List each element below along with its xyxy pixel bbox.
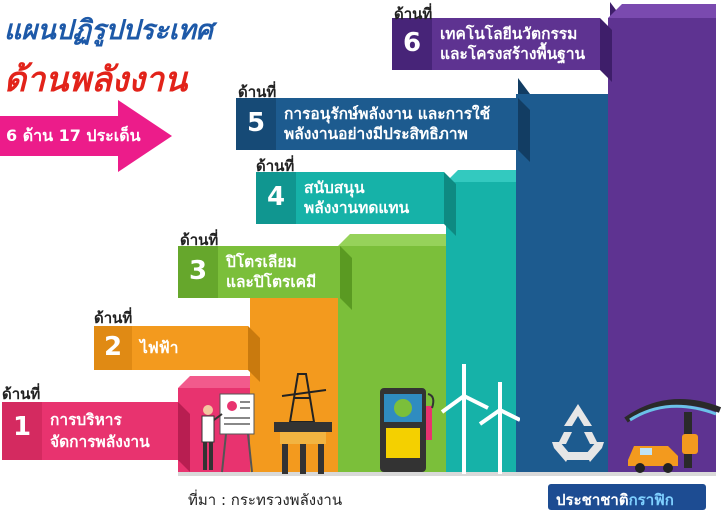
arrow-icon	[0, 100, 172, 172]
step2-label-line1: ไฟฟ้า	[140, 339, 179, 357]
step5-label-line2: พลังงานอย่างมีประสิทธิภาพ	[284, 125, 468, 143]
solar-car-icon	[624, 399, 722, 473]
step1-number: 1	[12, 412, 32, 442]
arrow-label: 6 ด้าน 17 ประเด็น	[6, 126, 141, 145]
source-note: ที่มา : กระทรวงพลังงาน	[188, 491, 343, 509]
presenter-icon	[201, 393, 255, 473]
title-line2: ด้านพลังงาน	[4, 60, 188, 100]
step5-number: 5	[246, 108, 266, 138]
step2-number: 2	[103, 332, 123, 362]
step6-label-line1: เทคโนโลยีนวัตกรรม	[440, 25, 578, 43]
step3-tag: ด้านที่	[180, 231, 219, 249]
step6-label-line2: และโครงสร้างพื้นฐาน	[440, 45, 586, 63]
step5-tag: ด้านที่	[238, 83, 277, 101]
brand-part1: ประชาชาติ	[556, 491, 629, 509]
step4-tag: ด้านที่	[256, 157, 295, 175]
step1-label-line1: การบริหาร	[50, 411, 122, 429]
title-line1: แผนปฏิรูปประเทศ	[4, 15, 213, 46]
step3-label-line1: ปิโตรเลียม	[226, 253, 297, 271]
step4-number: 4	[266, 182, 286, 212]
step1-label-line2: จัดการพลังงาน	[50, 433, 150, 451]
step5-label-line1: การอนุรักษ์พลังงาน และการใช้	[284, 105, 491, 123]
brand-part2: กราฟิก	[628, 491, 674, 509]
recycle-icon	[552, 404, 604, 462]
step6-tag: ด้านที่	[394, 5, 433, 23]
fuel-pump-icon	[380, 388, 435, 472]
oil-rig-icon	[274, 373, 332, 474]
step1-tag: ด้านที่	[2, 385, 41, 403]
brand-logo: ประชาชาติกราฟิก	[548, 484, 706, 510]
step4-label-line1: สนับสนุน	[304, 179, 365, 197]
step4-label-line2: พลังงานทดแทน	[304, 199, 410, 217]
step3-number: 3	[188, 256, 208, 286]
step3-label-line2: และปิโตรเคมี	[226, 273, 317, 291]
step6-number: 6	[402, 28, 422, 58]
step2-tag: ด้านที่	[94, 309, 133, 327]
wind-turbine-icon	[440, 364, 520, 474]
